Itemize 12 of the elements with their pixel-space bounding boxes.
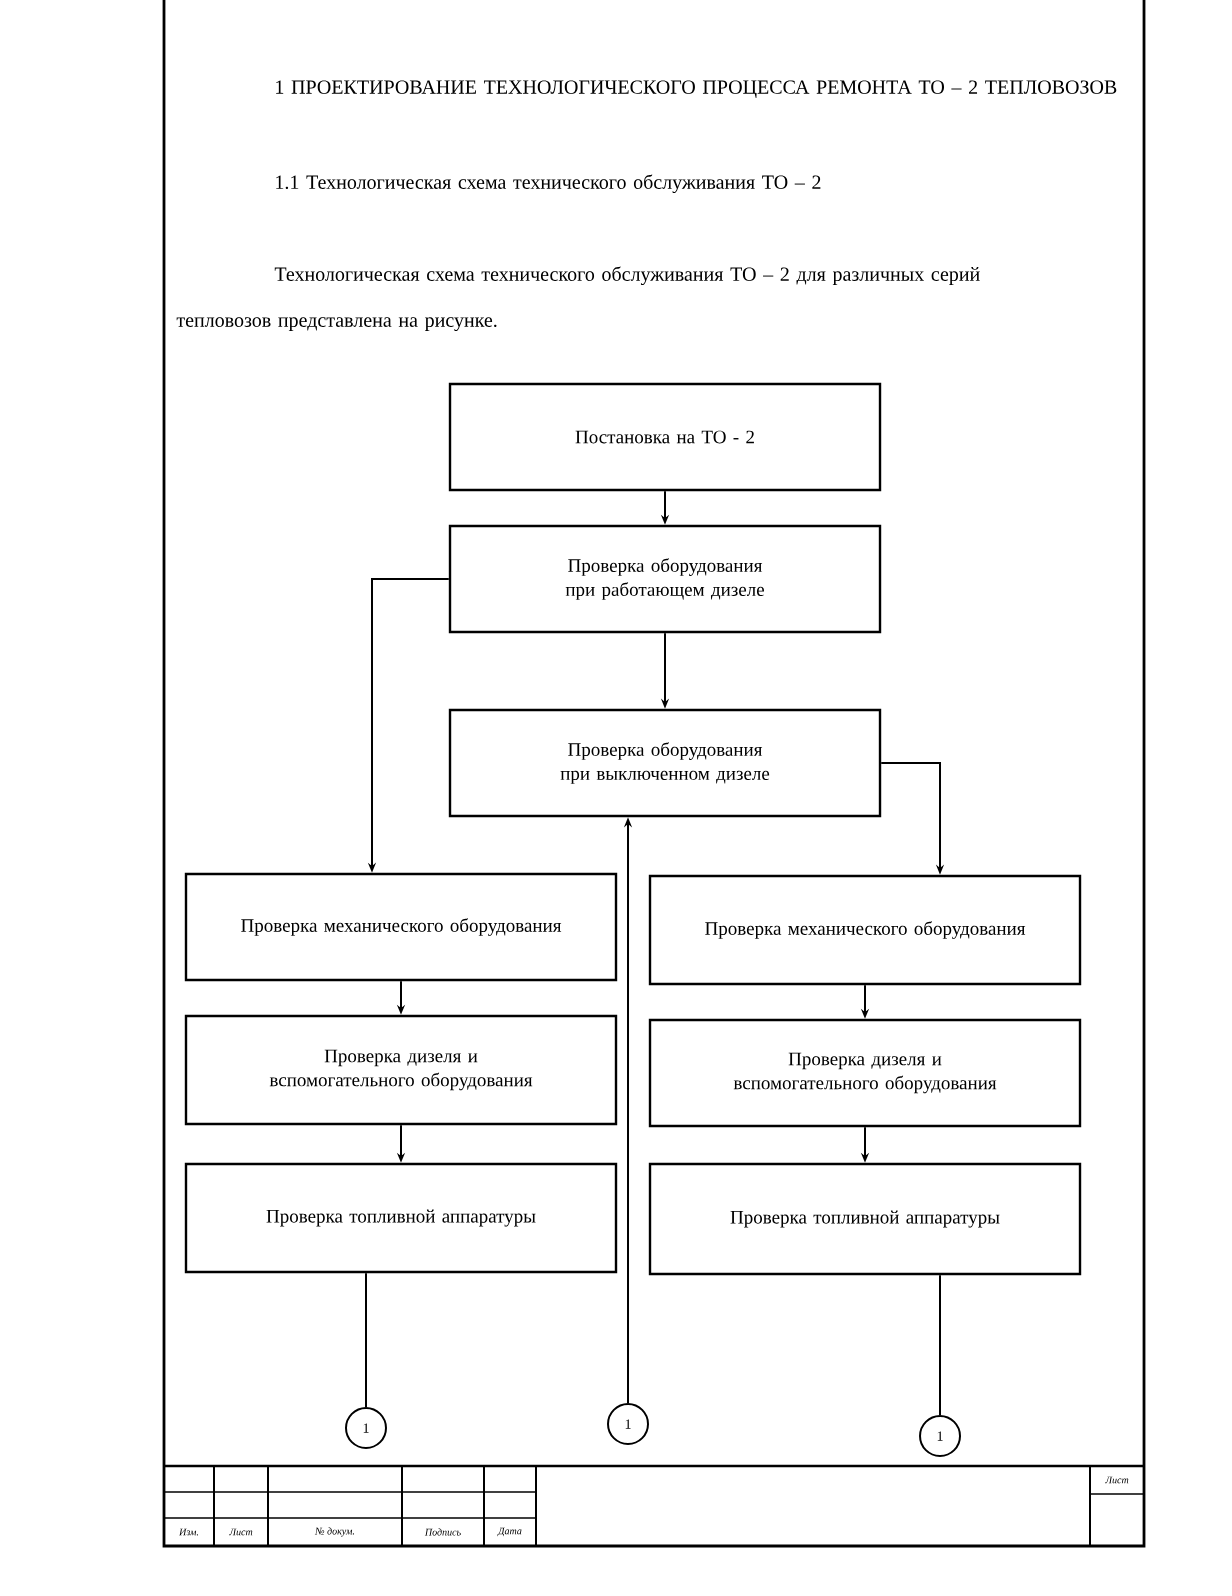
paragraph: Технологическая схема технического обслуживания ТО – 2 для различных серий тепловозов представлена на рисунке. xyxy=(176,266,980,332)
process-box: Проверка механического оборудования xyxy=(184,872,618,982)
process-box: Проверка оборудования при работающем дизеле xyxy=(448,524,882,634)
process-box: Проверка механического оборудования xyxy=(648,874,1082,986)
process-box: Проверка топливной аппаратуры xyxy=(184,1162,618,1274)
subheading: 1.1 Технологическая схема технического обслуживания ТО – 2 xyxy=(276,174,821,194)
process-box: Проверка оборудования при выключенном дизеле xyxy=(448,708,882,818)
process-box: Постановка на ТО - 2 xyxy=(448,382,882,492)
process-box: Проверка дизеля и вспомогательного оборудования xyxy=(648,1018,1082,1128)
process-box: Проверка топливной аппаратуры xyxy=(648,1162,1082,1276)
heading: 1 ПРОЕКТИРОВАНИЕ ТЕХНОЛОГИЧЕСКОГО ПРОЦЕССА РЕМОНТА ТО – 2 ТЕПЛОВОЗОВ xyxy=(276,80,1117,98)
process-box: Проверка дизеля и вспомогательного оборудования xyxy=(184,1014,618,1126)
